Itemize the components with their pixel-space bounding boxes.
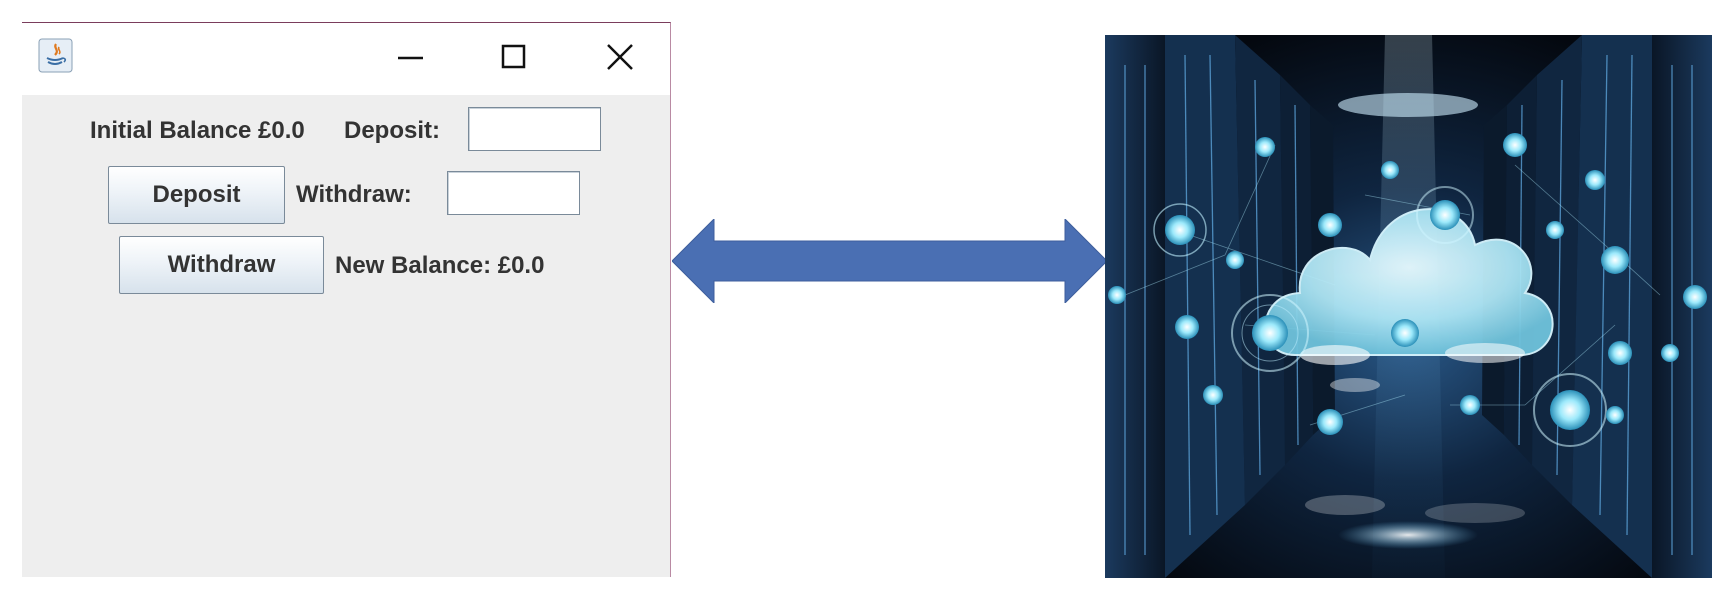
maximize-icon (501, 44, 526, 69)
cloud-datacenter-image (1105, 35, 1712, 578)
banking-app-window: Initial Balance £0.0 Deposit: Deposit Wi… (22, 22, 671, 577)
close-button[interactable] (599, 39, 639, 75)
double-headed-arrow (671, 217, 1108, 305)
withdraw-label: Withdraw: (296, 181, 412, 208)
withdraw-amount-input[interactable] (447, 171, 580, 215)
title-bar[interactable] (22, 23, 670, 95)
network-nodes (1108, 133, 1707, 447)
deposit-button[interactable]: Deposit (108, 166, 285, 224)
java-app-icon (38, 38, 73, 73)
withdraw-button[interactable]: Withdraw (119, 236, 324, 294)
cloud-icon (1264, 208, 1554, 392)
deposit-amount-input[interactable] (468, 107, 601, 151)
initial-balance-label: Initial Balance £0.0 (90, 117, 305, 144)
minimize-button[interactable] (390, 39, 430, 75)
minimize-icon (398, 56, 423, 60)
deposit-label: Deposit: (344, 117, 440, 144)
double-headed-arrow-icon (671, 217, 1108, 305)
maximize-button[interactable] (493, 39, 533, 75)
close-icon (607, 44, 633, 70)
new-balance-label: New Balance: £0.0 (335, 252, 545, 279)
